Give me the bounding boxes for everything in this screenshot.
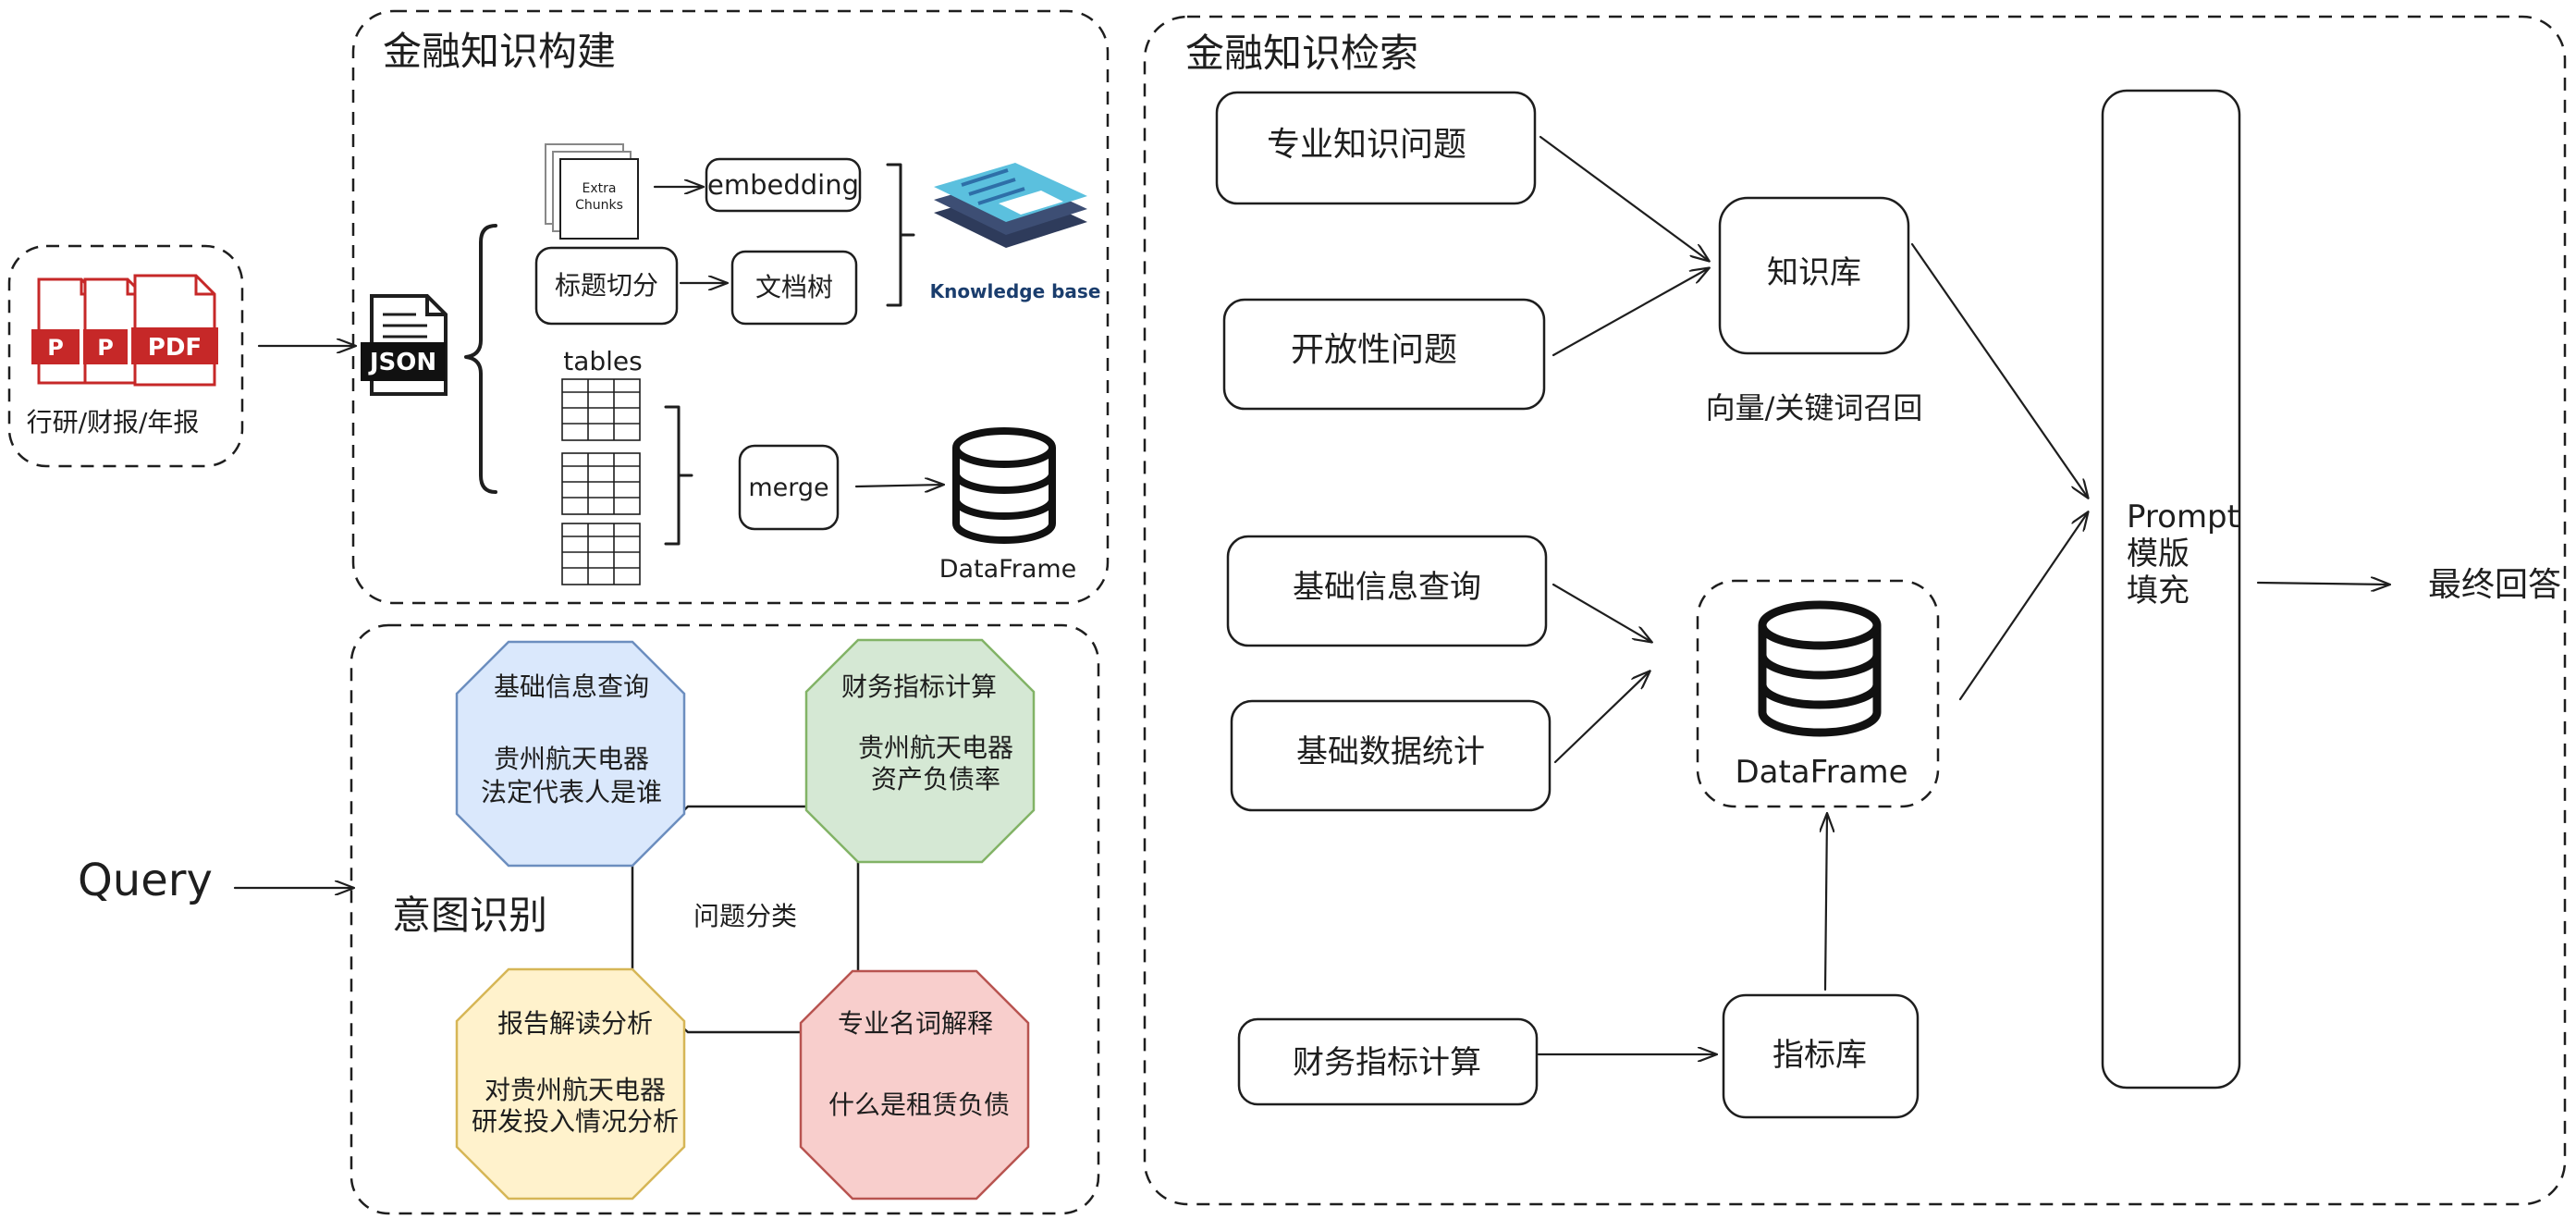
category-basic-info-example-2: 法定代表人是谁 bbox=[481, 777, 662, 807]
category-finance-calc-title: 财务指标计算 bbox=[841, 671, 997, 702]
arrow-prompt-to-answer bbox=[2256, 583, 2389, 585]
retrieval-dataframe-label: DataFrame bbox=[1735, 754, 1907, 791]
open-question-label: 开放性问题 bbox=[1291, 331, 1457, 369]
query-label: Query bbox=[78, 855, 213, 906]
table-icon bbox=[561, 452, 641, 515]
category-report-analysis-title: 报告解读分析 bbox=[497, 1008, 653, 1039]
brace-right-tables bbox=[664, 405, 693, 546]
category-basic-info-title: 基础信息查询 bbox=[494, 671, 649, 702]
json-file-icon: JSON bbox=[361, 294, 448, 396]
retrieval-section-title: 金融知识检索 bbox=[1185, 31, 1418, 76]
dataframe-group-border bbox=[1696, 579, 1940, 808]
doc-tree-box bbox=[730, 250, 858, 326]
category-term-explain-example-1: 什么是租赁负债 bbox=[828, 1090, 1010, 1120]
document-group-border bbox=[7, 244, 244, 468]
intent-section-border bbox=[350, 623, 1100, 1215]
category-finance-calc-example-1: 贵州航天电器 bbox=[858, 733, 1013, 763]
title-split-box bbox=[534, 246, 679, 326]
brace-left bbox=[464, 224, 497, 494]
json-label: JSON bbox=[368, 349, 436, 376]
arrow-open-to-kb bbox=[1552, 268, 1709, 357]
embedding-box bbox=[705, 157, 862, 213]
build-section-title: 金融知识构建 bbox=[383, 29, 616, 74]
pdf-icon: P bbox=[31, 277, 98, 385]
pdf-icon: PDF bbox=[131, 274, 218, 387]
pdf-label-3: PDF bbox=[148, 334, 202, 362]
doc-tree-label: 文档树 bbox=[755, 272, 833, 302]
extra-chunks-line2: Chunks bbox=[575, 198, 623, 213]
knowledge-base-label: Knowledge base bbox=[930, 280, 1101, 302]
prompt-template-box bbox=[2101, 89, 2241, 1090]
professional-question-label: 专业知识问题 bbox=[1267, 126, 1466, 164]
arrow-metric-to-dataframe bbox=[1825, 814, 1827, 991]
prompt-line-1: Prompt bbox=[2127, 499, 2239, 536]
question-classification-label: 问题分类 bbox=[693, 901, 797, 931]
professional-question-box bbox=[1215, 91, 1537, 205]
open-question-box bbox=[1222, 298, 1546, 411]
recall-label: 向量/关键词召回 bbox=[1706, 390, 1923, 425]
knowledge-base-box bbox=[1718, 196, 1910, 355]
table-icon bbox=[561, 523, 641, 585]
pdf-label-1: P bbox=[47, 335, 64, 361]
pdf-icon: P bbox=[83, 277, 144, 385]
embedding-label: embedding bbox=[707, 169, 859, 201]
category-basic-info-example-1: 贵州航天电器 bbox=[494, 744, 649, 774]
category-term-explain-title: 专业名词解释 bbox=[838, 1008, 993, 1039]
metric-library-box bbox=[1722, 993, 1920, 1119]
table-icon bbox=[561, 378, 641, 441]
brace-right-kb bbox=[886, 163, 915, 307]
merge-label: merge bbox=[748, 474, 828, 502]
category-basic-info: 基础信息查询 贵州航天电器 法定代表人是谁 bbox=[455, 640, 686, 868]
database-icon bbox=[1758, 600, 1882, 737]
category-report-analysis: 报告解读分析 对贵州航天电器 研发投入情况分析 bbox=[455, 967, 686, 1201]
prompt-line-2: 模版 bbox=[2127, 536, 2190, 573]
category-report-analysis-example-1: 对贵州航天电器 bbox=[485, 1075, 666, 1105]
arrow-professional-to-kb bbox=[1539, 135, 1709, 261]
finance-calc-box bbox=[1237, 1017, 1539, 1106]
final-answer-label: 最终回答 bbox=[2428, 566, 2561, 604]
basic-stats-box bbox=[1230, 699, 1552, 812]
merge-box bbox=[738, 444, 840, 531]
intent-title: 意图识别 bbox=[392, 893, 547, 938]
basic-stats-label: 基础数据统计 bbox=[1296, 733, 1485, 770]
document-group-label: 行研/财报/年报 bbox=[27, 407, 200, 437]
extra-chunks-icon: Extra Chunks bbox=[545, 143, 639, 240]
knowledge-base-box-label: 知识库 bbox=[1767, 254, 1861, 291]
category-report-analysis-example-2: 研发投入情况分析 bbox=[472, 1106, 679, 1137]
arrow-dataframe-to-prompt bbox=[1958, 512, 2088, 701]
database-icon bbox=[952, 427, 1056, 544]
build-dataframe-label: DataFrame bbox=[939, 555, 1077, 584]
tables-label: tables bbox=[563, 346, 643, 376]
build-section-border bbox=[351, 9, 1110, 605]
arrow-kb-to-prompt bbox=[1910, 242, 2088, 498]
retrieval-section-border bbox=[1143, 15, 2567, 1206]
arrow-basic-info-to-dataframe bbox=[1552, 583, 1651, 642]
prompt-line-3: 填充 bbox=[2127, 573, 2190, 610]
basic-info-query-box bbox=[1226, 535, 1548, 647]
category-finance-calc-example-2: 资产负债率 bbox=[871, 764, 1000, 794]
metric-library-label: 指标库 bbox=[1773, 1037, 1867, 1074]
document-group: P P PDF 行研/财报/年报 bbox=[7, 244, 244, 468]
category-term-explain: 专业名词解释 什么是租赁负债 bbox=[799, 969, 1030, 1201]
extra-chunks-line1: Extra bbox=[583, 181, 617, 196]
pdf-label-2: P bbox=[97, 335, 114, 361]
knowledge-base-icon: Knowledge base bbox=[930, 163, 1101, 302]
category-finance-calc: 财务指标计算 贵州航天电器 资产负债率 bbox=[804, 638, 1036, 864]
finance-calc-label: 财务指标计算 bbox=[1293, 1044, 1481, 1081]
arrow-basic-stats-to-dataframe bbox=[1553, 671, 1650, 764]
basic-info-query-label: 基础信息查询 bbox=[1293, 569, 1481, 606]
title-split-label: 标题切分 bbox=[555, 270, 658, 301]
arrow-merge-to-dataframe bbox=[854, 485, 943, 486]
